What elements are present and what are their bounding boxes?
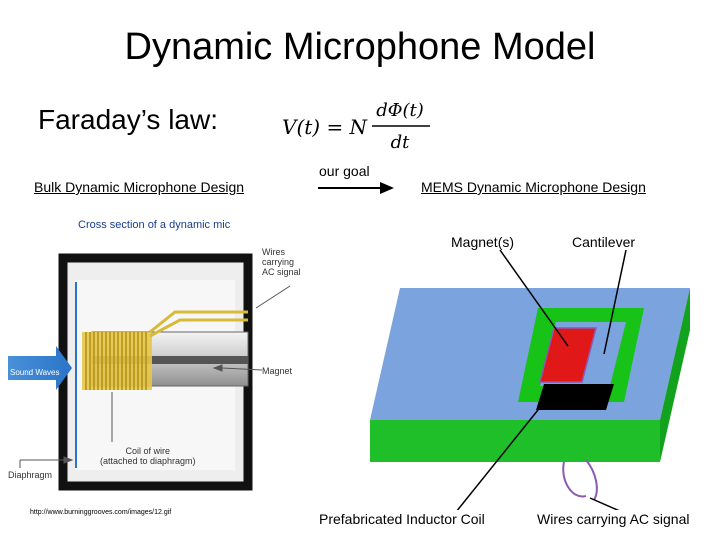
equation-lhs: V(t) = N xyxy=(282,115,369,139)
coil-of-wire xyxy=(82,332,152,390)
substrate-side xyxy=(660,288,690,462)
magnet-center-gap xyxy=(92,356,248,364)
coil-of-wire-label: Coil of wire (attached to diaphragm) xyxy=(100,446,196,466)
wires-carrying-label: Wires carrying AC signal xyxy=(262,247,301,277)
goal-arrow xyxy=(318,182,394,194)
magnet-label: Magnet xyxy=(262,366,293,376)
faraday-law-label: Faraday’s law: xyxy=(38,104,219,135)
purple-wire-1 xyxy=(562,461,587,498)
source-url: http://www.burninggrooves.com/images/12.… xyxy=(30,509,172,516)
equation-numerator: dΦ(t) xyxy=(376,100,424,121)
our-goal-label: our goal xyxy=(319,163,370,179)
purple-wire-2 xyxy=(585,459,598,501)
signal-wires xyxy=(149,310,248,338)
magnets-label: Magnet(s) xyxy=(451,234,515,250)
wires-ac-signal-label: Wires carrying AC signal xyxy=(537,511,690,527)
sound-waves-arrow xyxy=(8,346,72,390)
cross-section-title: Cross section of a dynamic mic xyxy=(78,219,231,231)
mems-pointer-lines xyxy=(456,250,627,510)
dynamic-mic-cross-section xyxy=(8,253,291,491)
sound-waves-label: Sound Waves xyxy=(10,368,60,377)
mems-design-heading: MEMS Dynamic Microphone Design xyxy=(421,179,646,195)
diaphragm-label: Diaphragm xyxy=(8,470,53,480)
bulk-design-heading: Bulk Dynamic Microphone Design xyxy=(34,179,245,195)
substrate-front xyxy=(370,420,660,462)
black-coil xyxy=(536,384,614,410)
cantilever-label: Cantilever xyxy=(572,234,636,250)
inductor-coil-label: Prefabricated Inductor Coil xyxy=(319,511,485,527)
faraday-equation: V(t) = N dΦ(t) dt xyxy=(282,100,430,153)
red-magnet xyxy=(539,327,597,383)
slide-title: Dynamic Microphone Model xyxy=(124,26,596,68)
mems-microphone-diagram xyxy=(370,250,690,510)
equation-denominator: dt xyxy=(391,132,411,153)
